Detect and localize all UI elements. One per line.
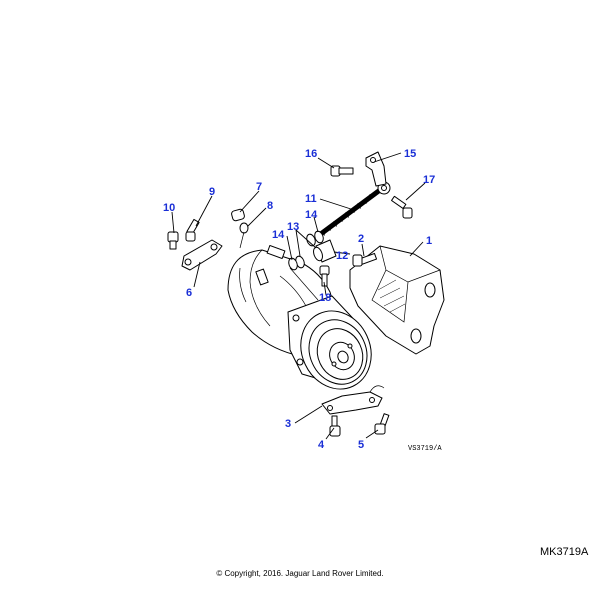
callout-14-upper: 14 xyxy=(305,209,318,221)
bracket-15 xyxy=(365,151,387,187)
callout-16: 16 xyxy=(305,148,317,160)
callout-13: 13 xyxy=(287,221,299,233)
bolt-16 xyxy=(330,165,354,177)
clutch-pulley xyxy=(287,295,372,390)
callouts: 1 2 3 4 5 6 7 8 9 10 11 12 13 14 14 15 1… xyxy=(163,148,435,451)
bolt-2 xyxy=(352,252,378,267)
callout-1: 1 xyxy=(426,235,432,247)
drawing-reference-code: VS3719/A xyxy=(408,445,442,453)
callout-15: 15 xyxy=(404,148,416,160)
leader-lines xyxy=(171,152,426,440)
copyright-notice: © Copyright, 2016. Jaguar Land Rover Lim… xyxy=(216,569,384,578)
diagram-id: MK3719A xyxy=(540,546,589,558)
callout-18: 18 xyxy=(319,292,331,304)
bolt-17 xyxy=(391,195,413,219)
lower-bracket xyxy=(321,385,385,415)
callout-8: 8 xyxy=(267,200,273,212)
bush-7 xyxy=(231,208,245,222)
callout-6: 6 xyxy=(186,287,192,299)
bolt-4 xyxy=(329,415,341,437)
callout-17: 17 xyxy=(423,174,435,186)
callout-3: 3 xyxy=(285,418,291,430)
mounting-bracket xyxy=(349,245,445,355)
callout-12: 12 xyxy=(336,250,348,262)
bolt-5 xyxy=(374,413,390,435)
washer-8 xyxy=(239,222,249,249)
bolt-10 xyxy=(167,231,179,250)
callout-4: 4 xyxy=(318,439,325,451)
callout-11: 11 xyxy=(305,193,317,205)
callout-2: 2 xyxy=(358,233,364,245)
callout-14-lower: 14 xyxy=(272,229,285,241)
callout-5: 5 xyxy=(358,439,364,451)
link-plate xyxy=(181,239,223,271)
callout-9: 9 xyxy=(209,186,215,198)
bolt-9 xyxy=(185,218,200,242)
bolt-18 xyxy=(319,265,330,287)
bush-set xyxy=(288,230,337,271)
callout-7: 7 xyxy=(256,181,262,193)
tie-rod xyxy=(316,181,391,239)
callout-10: 10 xyxy=(163,202,175,214)
